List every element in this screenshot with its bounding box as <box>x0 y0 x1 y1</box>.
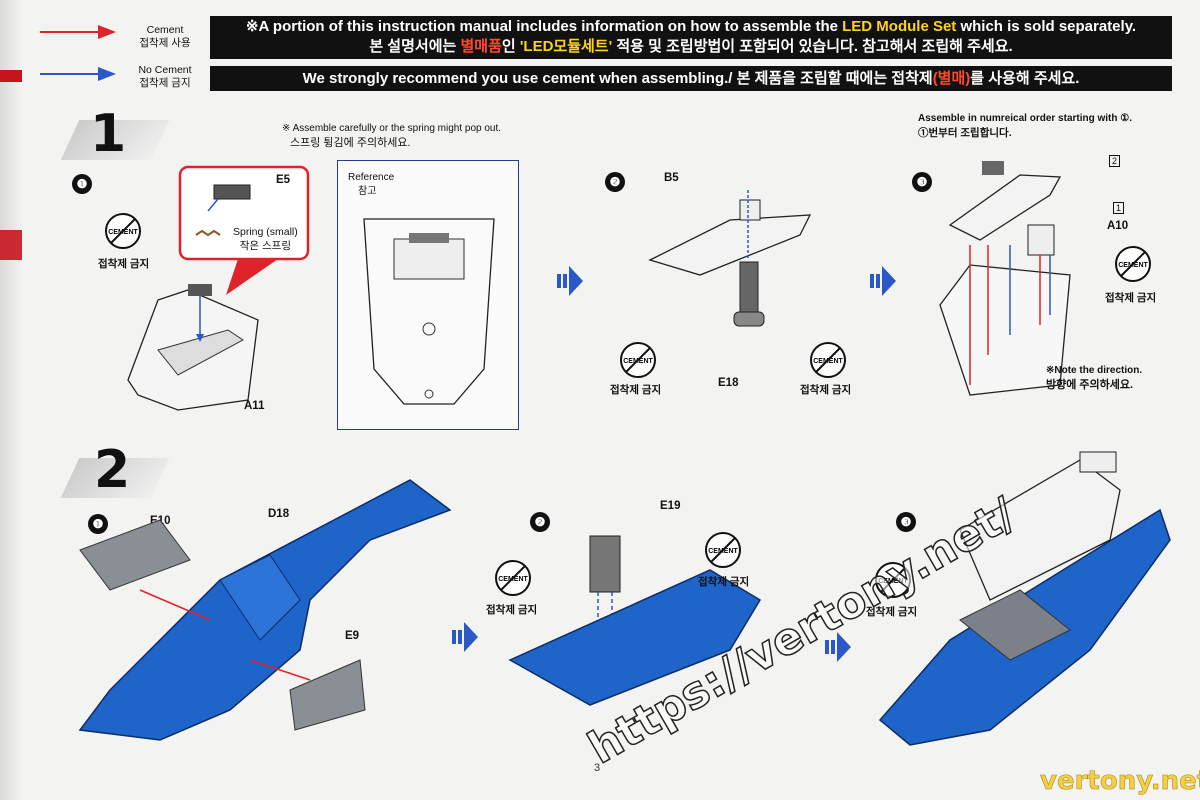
no-cement-icon: CEMENT <box>705 532 741 568</box>
svg-text:CEMENT: CEMENT <box>1118 262 1148 269</box>
assembled-hull-drawing <box>878 451 1171 746</box>
no-cement-label: 접착제 금지 <box>866 606 918 618</box>
spring-note-kr: 스프링 튕김에 주의하세요. <box>290 137 411 149</box>
substep-1-1: ❶ <box>72 174 92 194</box>
no-cement-label: 접착제 금지 <box>1105 292 1157 304</box>
part-d18-label: D18 <box>268 508 290 520</box>
spring-callout <box>178 165 310 295</box>
prev-page-red-mark <box>0 230 22 260</box>
cement-notice-banner: We strongly recommend you use cement whe… <box>210 66 1172 91</box>
no-cement-label: 접착제 금지 <box>98 258 150 270</box>
substep-1-2: ❷ <box>605 172 625 192</box>
part-a10-label: A10 <box>1107 220 1129 232</box>
no-cement-label: 접착제 금지 <box>800 384 852 396</box>
reference-en: Reference <box>348 172 395 183</box>
svg-text:CEMENT: CEMENT <box>108 229 138 236</box>
next-step-arrow-icon <box>870 266 896 296</box>
legend-nocement-kr: 접착제 금지 <box>139 77 191 89</box>
part-e5-label: E5 <box>276 174 291 186</box>
order-number-2: 2 <box>1109 155 1121 167</box>
banner-highlight: LED Module Set <box>842 18 957 35</box>
no-cement-arrow-icon <box>40 67 116 81</box>
no-cement-label: 접착제 금지 <box>486 604 538 616</box>
legend-nocement-en: No Cement <box>138 64 192 76</box>
led-notice-banner: ※A portion of this instruction manual in… <box>210 16 1172 59</box>
legend-cement: Cement 접착제 사용 <box>120 24 210 50</box>
order-note: Assemble in numreical order starting wit… <box>918 112 1132 140</box>
reference-box: Reference 참고 <box>337 160 519 430</box>
page-number: 3 <box>594 762 601 774</box>
direction-note-en: ※Note the direction. <box>1046 365 1143 376</box>
no-cement-icon: CEMENT <box>875 562 911 598</box>
direction-note: ※Note the direction. 방향에 주의하세요. <box>1046 364 1142 392</box>
banner-text: 본 설명서에는 <box>369 38 461 55</box>
no-cement-label: 접착제 금지 <box>698 576 750 588</box>
direction-note-kr: 방향에 주의하세요. <box>1046 379 1134 391</box>
spring-label: Spring (small) 작은 스프링 <box>233 226 298 253</box>
legend-cement-en: Cement <box>146 24 184 36</box>
spring-note-en: ※ Assemble carefully or the spring might… <box>282 123 502 134</box>
part-e19-drawing <box>508 535 762 706</box>
part-e19-label: E19 <box>660 500 681 512</box>
banner-highlight: 'LED모듈세트' <box>519 38 613 55</box>
part-b5-e18-drawing <box>648 190 812 327</box>
no-cement-icon: CEMENT <box>105 213 141 249</box>
order-number-1: 1 <box>1113 202 1125 214</box>
part-a10-assembly-drawing <box>939 161 1071 396</box>
step-2-number: 2 <box>94 440 131 500</box>
substep-1-3: ❸ <box>912 172 932 192</box>
prev-page-red-mark <box>0 70 22 82</box>
legend-cement-kr: 접착제 사용 <box>139 37 191 49</box>
svg-text:CEMENT: CEMENT <box>498 576 528 583</box>
next-step-arrow-icon <box>452 622 478 652</box>
part-a11-label: A11 <box>244 400 265 412</box>
no-cement-icon: CEMENT <box>810 342 846 378</box>
legend-no-cement: No Cement 접착제 금지 <box>120 64 210 90</box>
order-note-kr: ①번부터 조립합니다. <box>918 127 1012 139</box>
no-cement-label: 접착제 금지 <box>610 384 662 396</box>
step-1-number: 1 <box>90 104 127 164</box>
part-d18-drawing <box>78 479 452 741</box>
spring-note: ※ Assemble carefully or the spring might… <box>282 122 501 150</box>
order-note-en: Assemble in numreical order starting wit… <box>918 113 1133 124</box>
substep-2-3: ❸ <box>896 512 916 532</box>
banner-text: which is sold separately. <box>956 18 1137 35</box>
reference-label: Reference 참고 <box>348 171 394 199</box>
binding-edge <box>0 0 22 800</box>
spring-label-kr: 작은 스프링 <box>239 240 291 252</box>
cement-arrow-icon <box>40 25 116 39</box>
svg-text:CEMENT: CEMENT <box>623 358 653 365</box>
no-cement-icon: CEMENT <box>620 342 656 378</box>
banner-text: 적용 및 조립방법이 포함되어 있습니다. 참고해서 조립해 주세요. <box>612 38 1013 55</box>
no-cement-icon: CEMENT <box>495 560 531 596</box>
banner-red: (별매) <box>932 70 971 87</box>
part-e9-label: E9 <box>345 630 360 642</box>
reference-part-drawing <box>363 218 495 405</box>
substep-2-1: ❶ <box>88 514 108 534</box>
svg-text:CEMENT: CEMENT <box>878 578 908 585</box>
banner-text: 인 <box>501 38 520 55</box>
svg-text:CEMENT: CEMENT <box>813 358 843 365</box>
watermark-corner: vertony.net <box>1040 766 1200 797</box>
part-b5-label: B5 <box>664 172 679 184</box>
svg-text:CEMENT: CEMENT <box>708 548 738 555</box>
banner-text: ※A portion of this instruction manual in… <box>245 18 843 35</box>
part-e18-label: E18 <box>718 377 739 389</box>
banner-red: 별매품 <box>460 38 502 55</box>
reference-kr: 참고 <box>358 186 377 197</box>
no-cement-icon: CEMENT <box>1115 246 1151 282</box>
spring-label-en: Spring (small) <box>233 226 298 238</box>
next-step-arrow-icon <box>825 632 851 662</box>
banner-text: 를 사용해 주세요. <box>970 70 1080 87</box>
part-a11-drawing <box>127 284 259 411</box>
banner-text: We strongly recommend you use cement whe… <box>302 70 933 87</box>
next-step-arrow-icon <box>557 266 583 296</box>
substep-2-2: ❷ <box>530 512 550 532</box>
